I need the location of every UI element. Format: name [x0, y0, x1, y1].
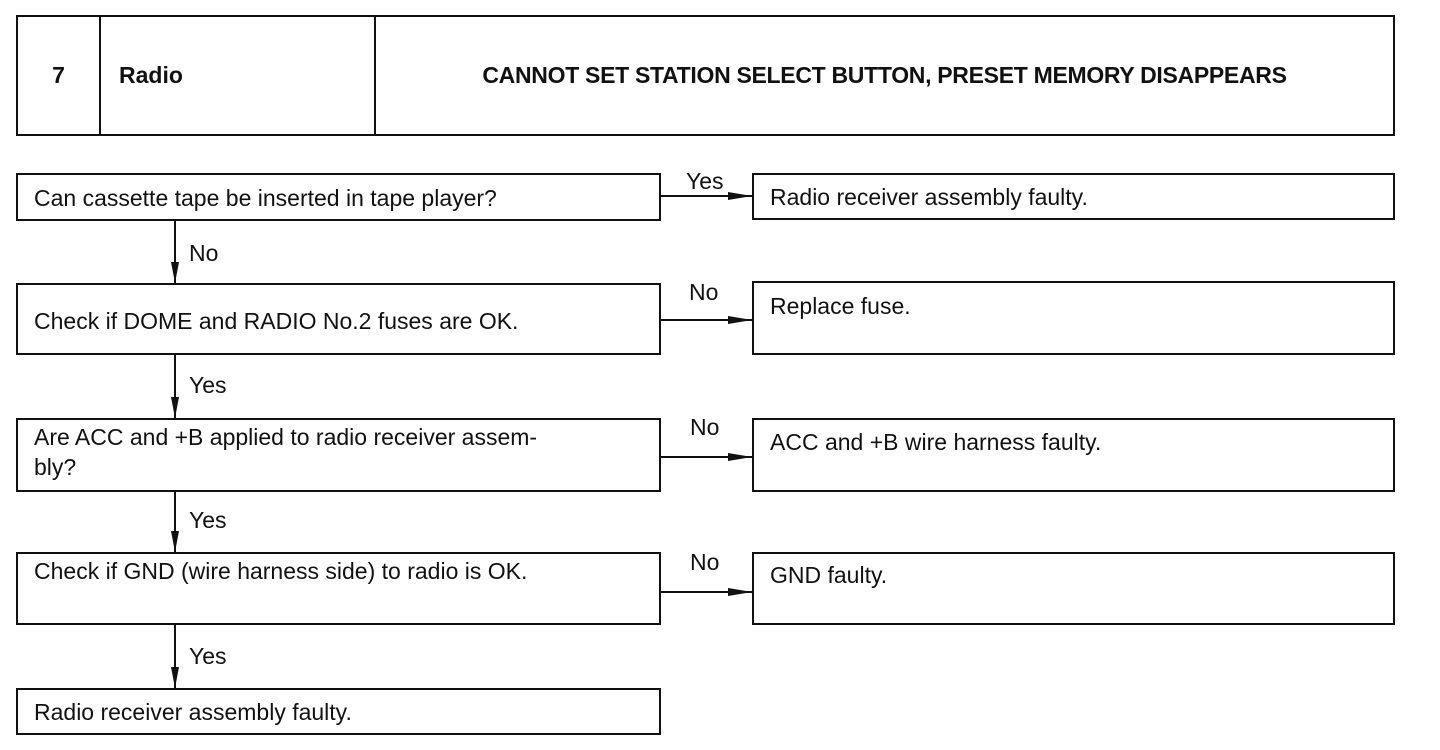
- branch-label-4: No: [690, 549, 720, 575]
- down-label-1: No: [189, 240, 219, 266]
- header-number: 7: [18, 17, 101, 134]
- arrowhead-right-3: [728, 453, 752, 461]
- branch-label-2: No: [689, 279, 719, 305]
- arrowhead-down-1: [171, 262, 179, 283]
- step-box-2: Check if DOME and RADIO No.2 fuses are O…: [16, 283, 661, 355]
- arrowhead-down-4: [171, 667, 179, 688]
- step-box-3: Are ACC and +B applied to radio receiver…: [16, 418, 661, 492]
- result-box-1: Radio receiver assembly faulty.: [752, 173, 1395, 220]
- arrowhead-right-1: [728, 192, 752, 200]
- down-label-4: Yes: [189, 643, 227, 669]
- arrowhead-down-3: [171, 531, 179, 552]
- header-title: CANNOT SET STATION SELECT BUTTON, PRESET…: [482, 62, 1287, 88]
- step-box-5: Radio receiver assembly faulty.: [16, 688, 661, 735]
- down-label-3: Yes: [189, 507, 227, 533]
- step-box-3-text: Are ACC and +B applied to radio receiver…: [34, 424, 538, 480]
- result-box-3: ACC and +B wire harness faulty.: [752, 418, 1395, 492]
- branch-label-1: Yes: [686, 168, 724, 194]
- step-box-4: Check if GND (wire harness side) to radi…: [16, 552, 661, 625]
- result-box-2: Replace fuse.: [752, 281, 1395, 355]
- header-system: Radio: [101, 17, 376, 134]
- header-table: 7 Radio CANNOT SET STATION SELECT BUTTON…: [16, 15, 1395, 136]
- down-label-2: Yes: [189, 372, 227, 398]
- step-box-1: Can cassette tape be inserted in tape pl…: [16, 173, 661, 221]
- arrowhead-down-2: [171, 397, 179, 418]
- result-box-4: GND faulty.: [752, 552, 1395, 625]
- arrowhead-right-4: [728, 588, 752, 596]
- arrowhead-right-2: [728, 316, 752, 324]
- branch-label-3: No: [690, 414, 720, 440]
